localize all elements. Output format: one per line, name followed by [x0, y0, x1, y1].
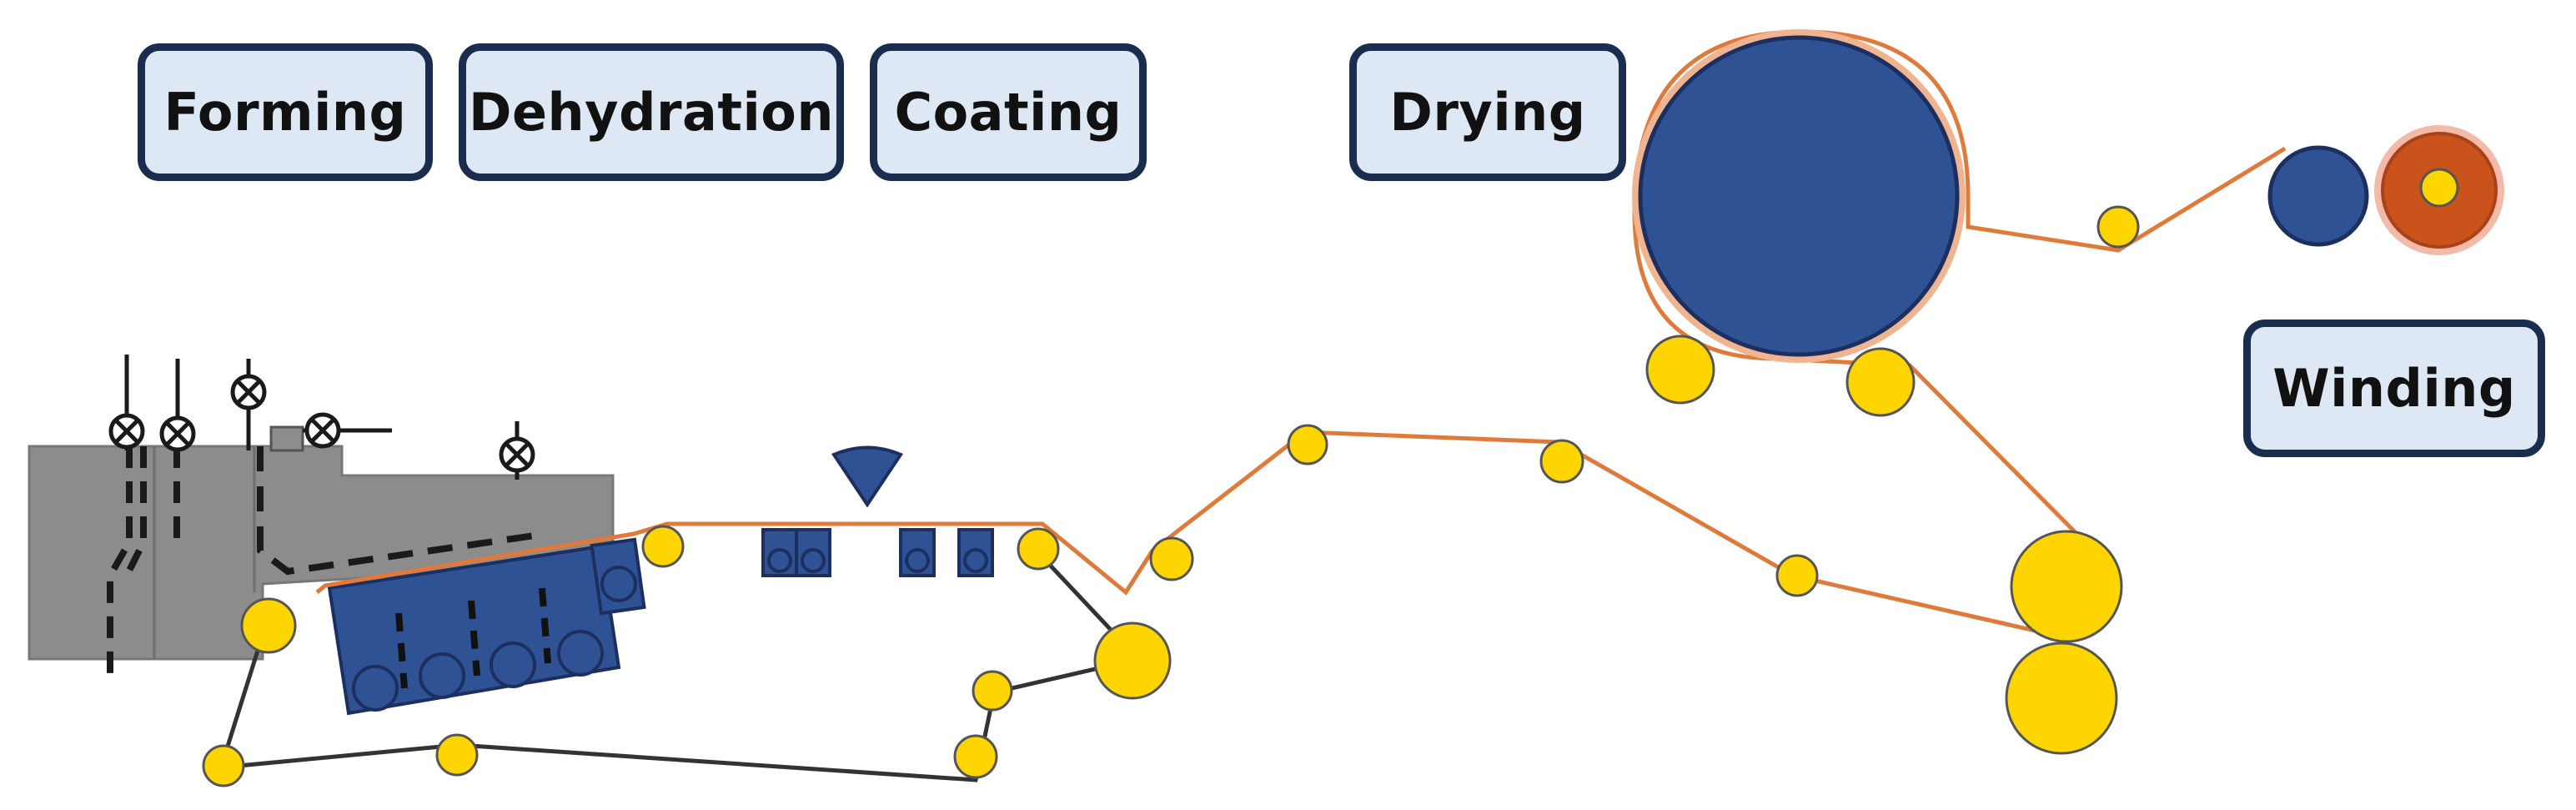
label-forming-text: Forming	[163, 82, 407, 143]
valve-icon	[303, 412, 392, 449]
reel-icon	[2267, 125, 2504, 255]
valve-icon	[159, 359, 196, 452]
label-dehydration: Dehydration	[459, 43, 844, 181]
label-coating: Coating	[870, 43, 1147, 181]
roller-icon	[202, 205, 2140, 787]
label-forming: Forming	[138, 43, 433, 181]
valve-icon	[499, 421, 535, 480]
valve-icon	[108, 355, 145, 450]
coating-units	[761, 528, 994, 577]
label-drying-text: Drying	[1389, 82, 1586, 143]
label-winding: Winding	[2243, 319, 2545, 457]
label-dehydration-text: Dehydration	[469, 82, 834, 143]
coating-nozzle-icon	[831, 445, 904, 508]
valve-icon	[230, 359, 267, 450]
drying-cylinder-icon	[1632, 29, 1966, 363]
headbox	[28, 425, 615, 680]
dehydration-unit	[327, 537, 646, 716]
label-drying: Drying	[1349, 43, 1626, 181]
label-winding-text: Winding	[2272, 358, 2516, 419]
label-coating-text: Coating	[894, 82, 1122, 143]
